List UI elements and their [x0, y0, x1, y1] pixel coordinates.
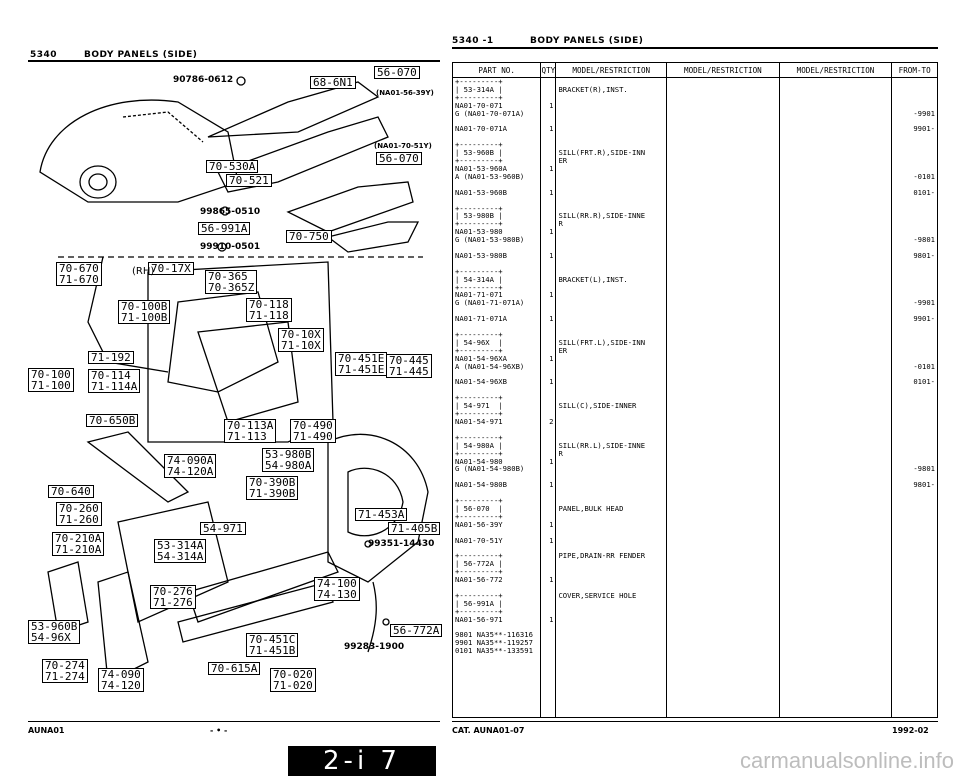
- callout-70-670: 70-670 71-670: [56, 262, 102, 286]
- callout-53-314a: 53-314A 54-314A: [154, 539, 207, 563]
- parts-table: PART NO. QTY MODEL/RESTRICTION MODEL/RES…: [451, 62, 938, 718]
- footer-date: 1992-02: [892, 726, 929, 735]
- callout-70-276: 70-276 71-276: [150, 585, 196, 609]
- callout-70-640: 70-640: [48, 485, 94, 498]
- side-sill: [187, 551, 339, 623]
- model-column-2: [666, 77, 780, 718]
- note-na01-56-39y: (NA01-56-39Y): [376, 89, 434, 97]
- footer-catalog-left: AUNA01: [28, 726, 65, 735]
- car-outline: [39, 99, 239, 203]
- right-section-code: 5340 -1: [452, 36, 494, 46]
- callout-70-650b: 70-650B: [86, 414, 139, 427]
- callout-70-020: 70-020 71-020: [270, 668, 316, 692]
- callout-70-615a: 70-615A: [208, 662, 261, 675]
- callout-71-453a: 71-453A: [355, 508, 408, 521]
- callout-74-090a: 74-090A 74-120A: [164, 454, 217, 478]
- callout-74-100: 74-100 74-130: [314, 577, 360, 601]
- callout-56-772a: 56-772A: [390, 624, 443, 637]
- callout-54-971: 54-971: [200, 522, 246, 535]
- screw-number-99910: 99910-0501: [200, 242, 261, 252]
- callout-70-490: 70-490 71-490: [290, 419, 336, 443]
- cowl-panel: [207, 81, 380, 138]
- footer-dashes: - • -: [210, 726, 228, 735]
- callout-70-114: 70-114 71-114A: [88, 369, 141, 393]
- callout-70-451c: 70-451C 71-451B: [246, 633, 299, 657]
- screw-number-99865: 99865-0510: [200, 207, 261, 217]
- col-from-to: FROM-TO: [891, 62, 938, 78]
- callout-70-113a: 70-113A 71-113: [224, 419, 277, 443]
- callout-70-274: 70-274 71-274: [42, 659, 88, 683]
- left-section-title: BODY PANELS (SIDE): [84, 50, 198, 60]
- callout-70-10x: 70-10X 71-10X: [278, 328, 324, 352]
- left-footer-rule: [28, 721, 440, 722]
- callout-70-17x: 70-17X: [148, 262, 194, 275]
- left-header-rule: [28, 60, 440, 62]
- callout-74-090: 74-090 74-120: [98, 668, 144, 692]
- callout-56-991a: 56-991A: [198, 222, 251, 235]
- part-number-column: +---------+ | 53-314A | +---------+ NA01…: [455, 77, 533, 656]
- cowl-side-bracket: [286, 181, 414, 233]
- clip-number-99351: 99351-14430: [368, 539, 435, 549]
- table-body-row: +---------+ | 53-314A | +---------+ NA01…: [451, 77, 938, 718]
- callout-70-118: 70-118 71-118: [246, 298, 292, 322]
- bolt-number-90786: 90786-0612: [173, 75, 234, 85]
- col-part-no: PART NO.: [451, 62, 542, 78]
- col-model-1: MODEL/RESTRICTION: [555, 62, 668, 78]
- col-model-2: MODEL/RESTRICTION: [666, 62, 780, 78]
- col-model-3: MODEL/RESTRICTION: [778, 62, 893, 78]
- callout-70-260: 70-260 71-260: [56, 502, 102, 526]
- callout-70-750: 70-750: [286, 230, 332, 243]
- right-section-title: BODY PANELS (SIDE): [530, 36, 644, 46]
- col-qty: QTY: [540, 62, 557, 78]
- watermark: carmanualsonline.info: [739, 748, 954, 773]
- exploded-parts-diagram: 56-070 68-6N1 70-530A 56-070 70-521 56-9…: [28, 62, 443, 707]
- description-column: BRACKET(R),INST. SILL(FRT.R),SIDE-INN ER…: [558, 84, 646, 600]
- callout-70-521: 70-521: [226, 174, 272, 187]
- callout-70-451e: 70-451E 71-451E: [335, 352, 388, 376]
- callout-70-210a: 70-210A 71-210A: [52, 532, 105, 556]
- callout-70-445: 70-445 71-445: [386, 354, 432, 378]
- left-section-code: 5340: [30, 50, 58, 60]
- cowl-top-panel: [217, 116, 389, 193]
- callout-71-192: 71-192: [88, 351, 134, 364]
- bulkhead-rail: [86, 431, 190, 503]
- callout-71-405b: 71-405B: [388, 522, 441, 535]
- callout-68-6n1: 68-6N1: [310, 76, 356, 89]
- callout-53-980b: 53-980B 54-980A: [262, 448, 315, 472]
- callout-70-100b: 70-100B 71-100B: [118, 300, 171, 324]
- callout-70-100: 70-100 71-100: [28, 368, 74, 392]
- footer-catalog-number: CAT. AUNA01-07: [452, 726, 525, 735]
- parts-illustration: [39, 76, 429, 684]
- table-header-row: PART NO. QTY MODEL/RESTRICTION MODEL/RES…: [451, 62, 938, 78]
- callout-70-530a: 70-530A: [206, 160, 259, 173]
- rh-label: (RH): [132, 266, 155, 277]
- from-to-column: -9901 9901- -0101 0101- -9801 9801- -990…: [913, 108, 935, 490]
- quantity-column: 1 1 1 1 1 1 1 1 1 1 2 1 1 1 1 1 1: [549, 100, 554, 624]
- callout-53-960b: 53-960B 54-96X: [28, 620, 81, 644]
- right-footer-rule: [452, 721, 938, 722]
- callout-70-365: 70-365 70-365Z: [205, 270, 258, 294]
- clip-number-99283: 99283-1900: [344, 642, 405, 652]
- page-number: 2-i 7: [288, 746, 436, 776]
- right-header-rule: [452, 47, 938, 49]
- callout-56-070-top: 56-070: [374, 66, 420, 79]
- note-na01-70-51y: (NA01-70-51Y): [374, 142, 432, 150]
- callout-70-390b: 70-390B 71-390B: [246, 476, 299, 500]
- callout-56-070-right: 56-070: [376, 152, 422, 165]
- model-column-3: [778, 77, 893, 718]
